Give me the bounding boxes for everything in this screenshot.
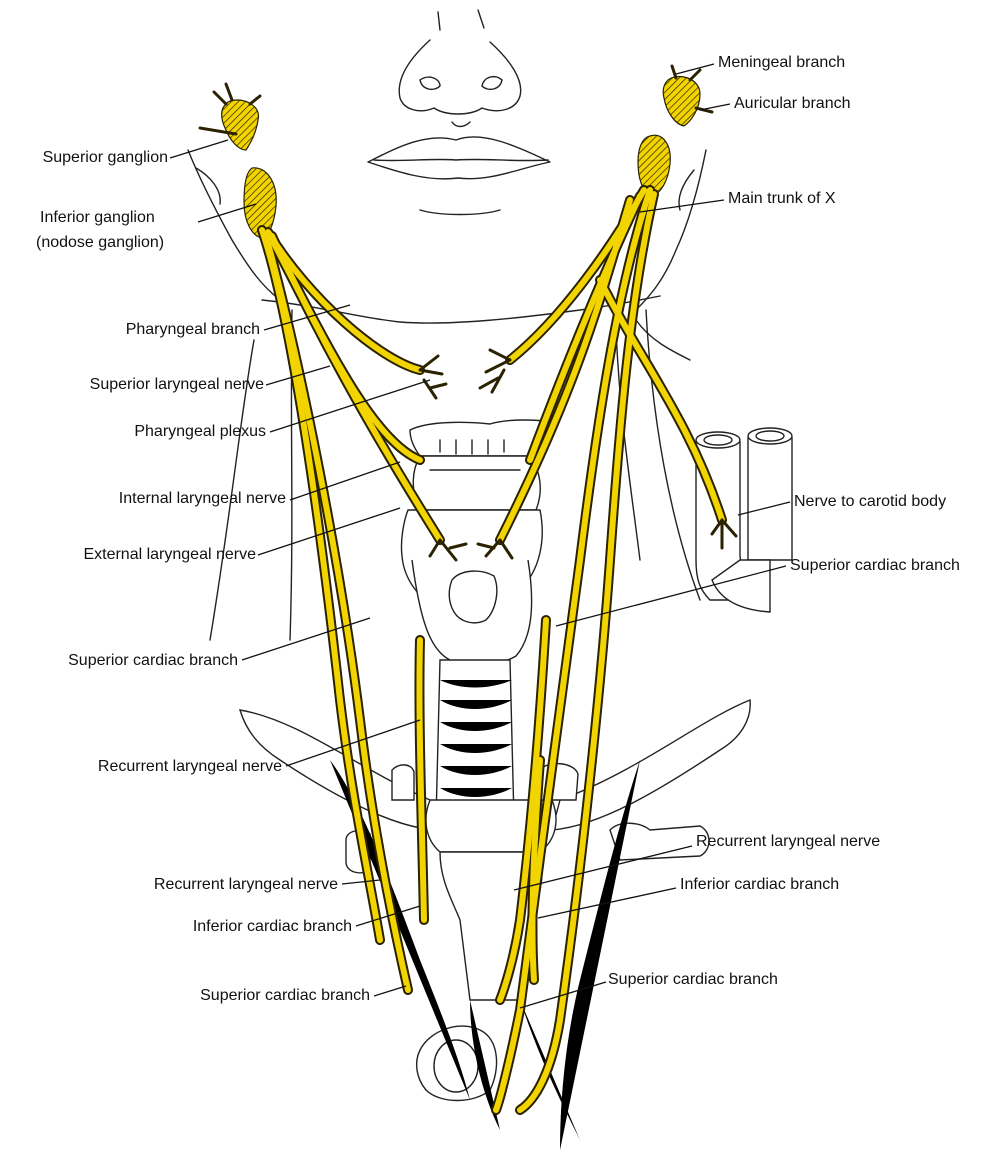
trachea — [436, 660, 514, 820]
label-internal-laryngeal-nerve: Internal laryngeal nerve — [20, 489, 286, 509]
label-pharyngeal-branch: Pharyngeal branch — [60, 320, 260, 340]
label-superior-cardiac-branch-left-lower: Superior cardiac branch — [120, 986, 370, 1006]
label-inferior-cardiac-branch-left: Inferior cardiac branch — [120, 917, 352, 937]
left-superior-ganglion-shape — [222, 100, 259, 150]
label-superior-cardiac-branch-left: Superior cardiac branch — [4, 651, 238, 671]
label-recurrent-laryngeal-nerve-left-lower: Recurrent laryngeal nerve — [60, 875, 338, 895]
label-main-trunk-of-x: Main trunk of X — [728, 189, 836, 209]
label-pharyngeal-plexus: Pharyngeal plexus — [60, 422, 266, 442]
label-superior-cardiac-branch-right: Superior cardiac branch — [790, 556, 960, 576]
label-inferior-ganglion: Inferior ganglion — [40, 208, 155, 228]
label-external-laryngeal-nerve: External laryngeal nerve — [4, 545, 256, 565]
label-recurrent-laryngeal-nerve-left-upper: Recurrent laryngeal nerve — [20, 757, 282, 777]
label-meningeal-branch: Meningeal branch — [718, 53, 845, 73]
label-nerve-to-carotid-body: Nerve to carotid body — [794, 492, 946, 512]
label-recurrent-laryngeal-nerve-right: Recurrent laryngeal nerve — [696, 832, 880, 852]
label-superior-laryngeal-nerve: Superior laryngeal nerve — [20, 375, 264, 395]
label-superior-cardiac-branch-right-lower: Superior cardiac branch — [608, 970, 778, 990]
label-auricular-branch: Auricular branch — [734, 94, 851, 114]
label-inferior-cardiac-branch-right: Inferior cardiac branch — [680, 875, 839, 895]
label-nodose-ganglion: (nodose ganglion) — [36, 233, 164, 253]
label-superior-ganglion: Superior ganglion — [4, 148, 168, 168]
carotid-vessels — [696, 428, 792, 612]
right-superior-ganglion-shape — [663, 76, 700, 126]
